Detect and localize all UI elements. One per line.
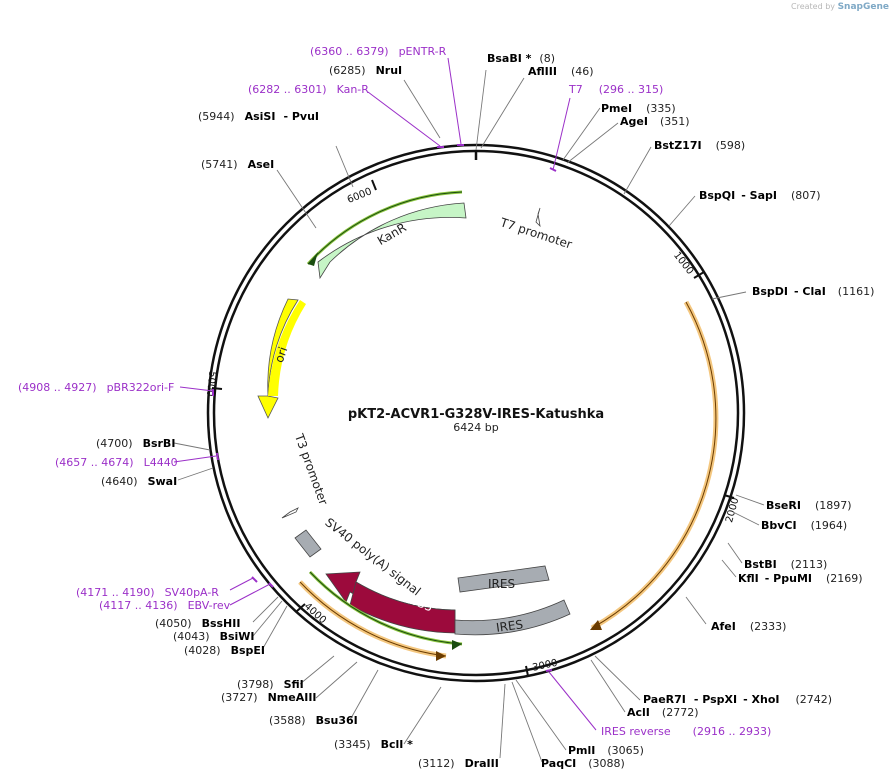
site-leaders: [173, 69, 765, 763]
site-pmli: PmlI(3065): [568, 744, 644, 757]
site-bstbi: BstBI(2113): [744, 558, 827, 571]
primer-labels: (6360 .. 6379)pENTR-R (6282 .. 6301)Kan-…: [18, 45, 771, 738]
turbofp-body: [349, 581, 456, 634]
t7-promoter-label: T7 promoter: [498, 215, 574, 252]
kanr-orf-line-core: [307, 191, 463, 265]
site-bsrbi: (4700)BsrBI: [96, 437, 175, 450]
site-asisi: (5944)AsiSI- PvuI: [198, 110, 319, 123]
orf-orange-right-core: [591, 301, 717, 629]
site-sfii: (3798)SfiI: [237, 678, 304, 691]
watermark-prefix: Created by: [791, 2, 836, 11]
site-bsu36i: (3588)Bsu36I: [269, 714, 358, 727]
site-bspei: (4028)BspEI: [184, 644, 265, 657]
kanr-orf-head: [308, 252, 318, 266]
svg-text:5000: 5000: [204, 371, 218, 397]
ires-outer-label: IRES: [495, 617, 524, 635]
svg-text:3000: 3000: [531, 658, 558, 674]
ires-inner: [457, 565, 550, 593]
primer-ebv-rev: (4117 .. 4136)EBV-rev: [99, 599, 231, 612]
t3-promoter-label: T3 promoter: [292, 431, 331, 507]
svg-text:6000: 6000: [346, 186, 374, 206]
snapgene-watermark: Created by SnapGene: [791, 2, 889, 12]
ires-outer: [454, 599, 571, 636]
primer-l4440: (4657 .. 4674)L4440: [55, 456, 178, 469]
site-asei: (5741)AseI: [201, 158, 274, 171]
primer-ires-reverse: IRES reverse(2916 .. 2933): [601, 725, 771, 738]
sv40-box: [294, 529, 322, 558]
primer-pentr-r: (6360 .. 6379)pENTR-R: [310, 45, 447, 58]
orf-green-bottom-head: [452, 640, 462, 650]
primer-kan-r: (6282 .. 6301)Kan-R: [248, 83, 369, 96]
t3-promoter-arrow: [281, 507, 299, 519]
site-draiii: (3112)DraIII: [418, 757, 499, 770]
site-bspdi: BspDI- ClaI(1161): [752, 285, 874, 298]
site-bspqi: BspQI- SapI(807): [699, 189, 821, 202]
site-swai: (4640)SwaI: [101, 475, 177, 488]
site-nmeaiii: (3727)NmeAIII: [221, 691, 317, 704]
site-pmei: PmeI(335): [601, 102, 676, 115]
backbone-outer: [206, 143, 746, 683]
site-acli: AclI(2772): [627, 706, 698, 719]
site-bcli: (3345)BclI *: [334, 738, 413, 751]
site-paer7i: PaeR7I- PspXI- XhoI(2742): [643, 693, 832, 706]
primer-leaders: [173, 57, 597, 731]
primer-sv40pa-r: (4171 .. 4190)SV40pA-R: [76, 586, 219, 599]
ires-inner-label: IRES: [488, 577, 515, 591]
site-nrui: (6285)NruI: [329, 64, 402, 77]
plasmid-name: pKT2-ACVR1-G328V-IRES-Katushka: [348, 407, 604, 422]
orf-green-bottom-core: [309, 571, 463, 645]
tick-2000: 2000: [723, 494, 741, 524]
ori-arrow: [257, 298, 299, 419]
ori-fill: [268, 300, 306, 396]
primer-t7: T7(296 .. 315): [568, 83, 663, 96]
kanr-arrow: [317, 202, 467, 280]
orf-orange-bottom-core: [299, 581, 447, 657]
orf-orange-bottom-head: [436, 651, 446, 661]
svg-text:2000: 2000: [724, 496, 741, 523]
site-bbvci: BbvCI(1964): [761, 519, 847, 532]
site-paqci: PaqCI(3088): [541, 757, 625, 770]
t7-promoter-arrow: [535, 207, 541, 228]
site-bstz17i: BstZ17I(598): [654, 139, 745, 152]
orf-orange-right-head: [590, 620, 602, 630]
site-agei: AgeI(351): [620, 115, 690, 128]
site-bsshii: (4050)BssHII: [155, 617, 240, 630]
site-kfli: KflI- PpuMI(2169): [738, 572, 863, 585]
site-aflIII: AflIII(46): [528, 65, 594, 78]
site-bsabi: BsaBI *(8): [487, 52, 555, 65]
site-bsiwi: (4043)BsiWI: [173, 630, 255, 643]
watermark-brand: SnapGene: [837, 2, 889, 12]
site-labels: BsaBI *(8) AflIII(46) PmeI(335) AgeI(351…: [96, 52, 874, 770]
primer-pbr322ori-f: (4908 .. 4927)pBR322ori-F: [18, 381, 174, 394]
site-afei: AfeI(2333): [711, 620, 786, 633]
ori-label: ori: [272, 345, 290, 364]
site-bseri: BseRI(1897): [766, 499, 852, 512]
plasmid-length: 6424 bp: [453, 421, 498, 434]
